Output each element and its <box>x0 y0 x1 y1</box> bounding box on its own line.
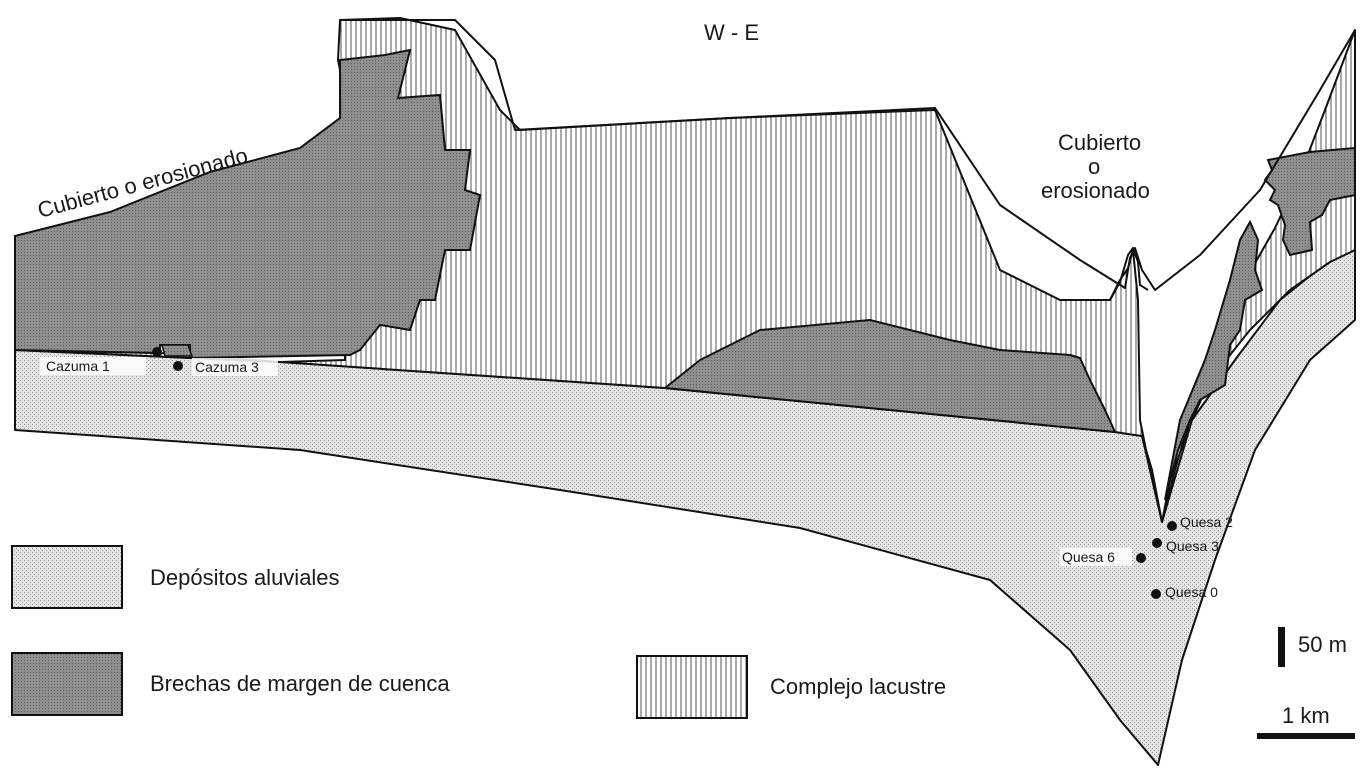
legend-swatch-alluvial <box>12 546 122 608</box>
legend-label-alluvial: Depósitos aluviales <box>150 565 340 590</box>
scale-bars: 50 m 1 km <box>1257 627 1355 739</box>
covered-right-line3: erosionado <box>1041 178 1150 203</box>
well-marker-cazuma1 <box>152 347 162 357</box>
well-marker-quesa3 <box>1152 538 1162 548</box>
well-marker-quesa2 <box>1167 521 1177 531</box>
vertical-scale-label: 50 m <box>1298 632 1347 657</box>
legend: Depósitos aluviales Brechas de margen de… <box>12 546 946 718</box>
legend-label-lacustrine: Complejo lacustre <box>770 674 946 699</box>
legend-swatch-breccia <box>12 653 122 715</box>
well-label-cazuma3: Cazuma 3 <box>195 359 259 375</box>
covered-right-line1: Cubierto <box>1058 130 1141 155</box>
section-title: W - E <box>704 20 759 45</box>
covered-right-line2: o <box>1088 154 1100 179</box>
legend-label-breccia: Brechas de margen de cuenca <box>150 671 450 696</box>
horizontal-scale-label: 1 km <box>1282 703 1330 728</box>
well-marker-quesa6 <box>1136 553 1146 563</box>
covered-eroded-right-label: Cubierto o erosionado <box>1041 130 1150 203</box>
well-label-quesa6: Quesa 6 <box>1062 549 1115 565</box>
horizontal-scale-bar <box>1257 733 1355 739</box>
well-marker-cazuma3 <box>173 361 183 371</box>
well-label-quesa0: Quesa 0 <box>1165 584 1218 600</box>
well-marker-quesa0 <box>1151 589 1161 599</box>
well-label-quesa3: Quesa 3 <box>1166 538 1219 554</box>
well-label-cazuma1: Cazuma 1 <box>46 358 110 374</box>
legend-swatch-lacustrine <box>637 656 747 718</box>
vertical-scale-bar <box>1278 627 1285 667</box>
breccia-small-region <box>162 345 192 356</box>
well-label-quesa2: Quesa 2 <box>1180 514 1233 530</box>
